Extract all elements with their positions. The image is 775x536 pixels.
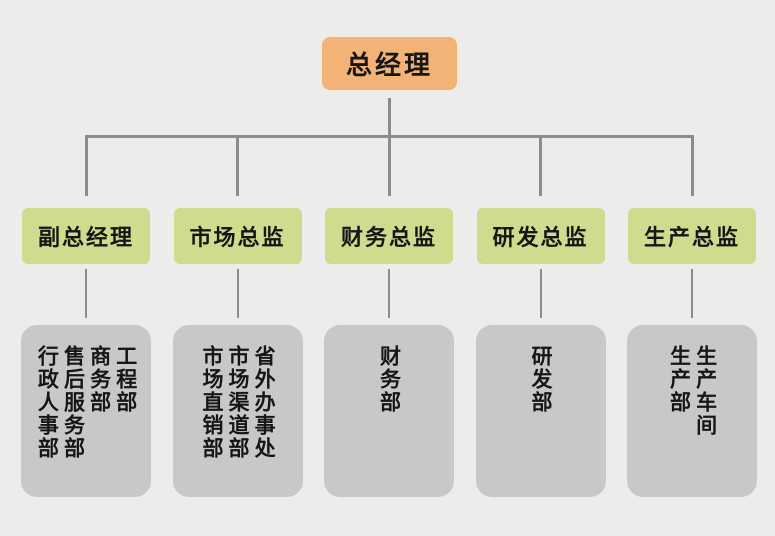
manager-department-connector-line	[691, 269, 693, 318]
branch-column: 财务总监 财务部	[324, 135, 454, 497]
department-label: 研发部	[529, 345, 553, 414]
department-box: 财务部	[324, 325, 454, 497]
department-label: 行政人事部	[35, 345, 59, 460]
root-label: 总经理	[345, 50, 433, 80]
manager-box: 财务总监	[325, 208, 453, 264]
department-label: 市场渠道部	[226, 345, 250, 460]
department-label: 工程部	[113, 345, 137, 414]
manager-department-connector-line	[388, 269, 390, 318]
department-label: 售后服务部	[61, 345, 85, 460]
department-list: 省外办事处市场渠道部市场直销部	[197, 345, 278, 460]
manager-label: 生产总监	[643, 225, 740, 250]
department-label: 商务部	[87, 345, 111, 414]
department-box: 研发部	[475, 325, 606, 497]
department-box: 工程部商务部售后服务部行政人事部	[21, 325, 151, 497]
manager-label: 财务总监	[340, 225, 437, 250]
branch-drop-line	[690, 135, 694, 196]
manager-box: 市场总监	[173, 208, 302, 264]
branch-drop-line	[539, 135, 542, 196]
branch-column: 副总经理 工程部商务部售后服务部行政人事部	[21, 135, 151, 497]
department-label: 财务部	[377, 345, 401, 414]
manager-department-connector-line	[236, 269, 239, 318]
department-list: 工程部商务部售后服务部行政人事部	[32, 345, 139, 460]
manager-label: 市场总监	[189, 225, 286, 250]
branches-row: 副总经理 工程部商务部售后服务部行政人事部 市场总监 省外办事处市场渠道部市场直…	[21, 135, 757, 497]
manager-label: 研发总监	[492, 225, 589, 250]
branch-drop-line	[387, 135, 391, 196]
trunk-line	[388, 98, 391, 135]
manager-box: 研发总监	[476, 208, 605, 264]
department-list: 财务部	[374, 345, 403, 414]
department-label: 生产车间	[693, 345, 717, 437]
manager-department-connector-line	[539, 269, 542, 318]
branch-column: 市场总监 省外办事处市场渠道部市场直销部	[172, 135, 303, 497]
department-label: 生产部	[667, 345, 691, 414]
department-label: 市场直销部	[199, 345, 223, 460]
branch-column: 研发总监 研发部	[475, 135, 606, 497]
root-box: 总经理	[322, 37, 457, 90]
branch-drop-line	[84, 135, 88, 196]
department-list: 研发部	[526, 345, 555, 414]
manager-box: 副总经理	[22, 208, 150, 264]
manager-department-connector-line	[85, 269, 87, 318]
department-box: 省外办事处市场渠道部市场直销部	[172, 325, 303, 497]
department-box: 生产车间生产部	[627, 325, 757, 497]
manager-label: 副总经理	[37, 225, 134, 250]
department-list: 生产车间生产部	[664, 345, 719, 437]
branch-drop-line	[236, 135, 239, 196]
department-label: 省外办事处	[252, 345, 276, 460]
manager-box: 生产总监	[628, 208, 756, 264]
branch-column: 生产总监 生产车间生产部	[627, 135, 757, 497]
